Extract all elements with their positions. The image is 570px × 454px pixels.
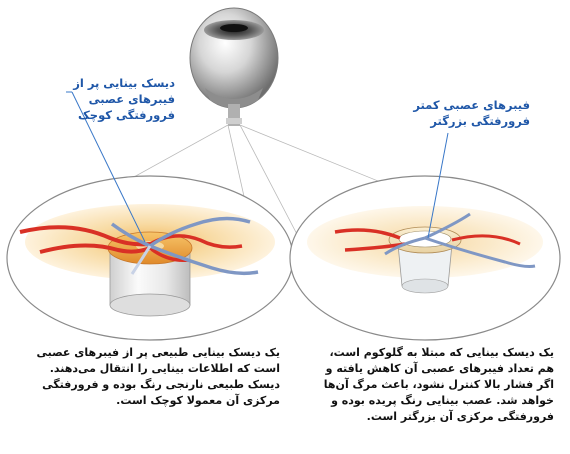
callout-line: فرورفتگی کوچک [60,107,175,123]
glaucoma-optic-disc-illustration [290,176,560,340]
callout-line: فیبرهای عصبی کمتر [408,97,530,113]
right-callout: فیبرهای عصبی کمتر فرورفتگی بزرگتر [408,97,530,129]
caption-line: فرورفتگی مرکزی آن بزرگتر است. [296,409,554,425]
callout-line: دیسک بینایی پر از [60,75,175,91]
caption-line: دیسک طبیعی نارنجی رنگ بوده و فرورفتگی [28,377,280,393]
left-callout: دیسک بینایی پر از فیبرهای عصبی فرورفتگی … [60,75,175,123]
caption-line: مرکزی آن معمولا کوچک است. [28,393,280,409]
caption-line: یک دیسک بینایی طبیعی پر از فیبرهای عصبی [28,345,280,361]
glaucoma-disc-caption: یک دیسک بینایی که مبتلا به گلوکوم است، ه… [296,345,554,425]
normal-optic-disc-illustration [7,176,293,340]
normal-disc-caption: یک دیسک بینایی طبیعی پر از فیبرهای عصبی … [28,345,280,409]
eyeball-icon [190,8,278,126]
caption-line: یک دیسک بینایی که مبتلا به گلوکوم است، [296,345,554,361]
caption-line: خواهد شد. عصب بینایی رنگ پریده بوده و [296,393,554,409]
caption-line: هم تعداد فیبرهای عصبی آن کاهش یافته و [296,361,554,377]
caption-line: اگر فشار بالا کنترل نشود، باعث مرگ آن‌ها [296,377,554,393]
callout-line: فرورفتگی بزرگتر [408,113,530,129]
caption-line: است که اطلاعات بینایی را انتقال می‌دهند. [28,361,280,377]
callout-line: فیبرهای عصبی [60,91,175,107]
